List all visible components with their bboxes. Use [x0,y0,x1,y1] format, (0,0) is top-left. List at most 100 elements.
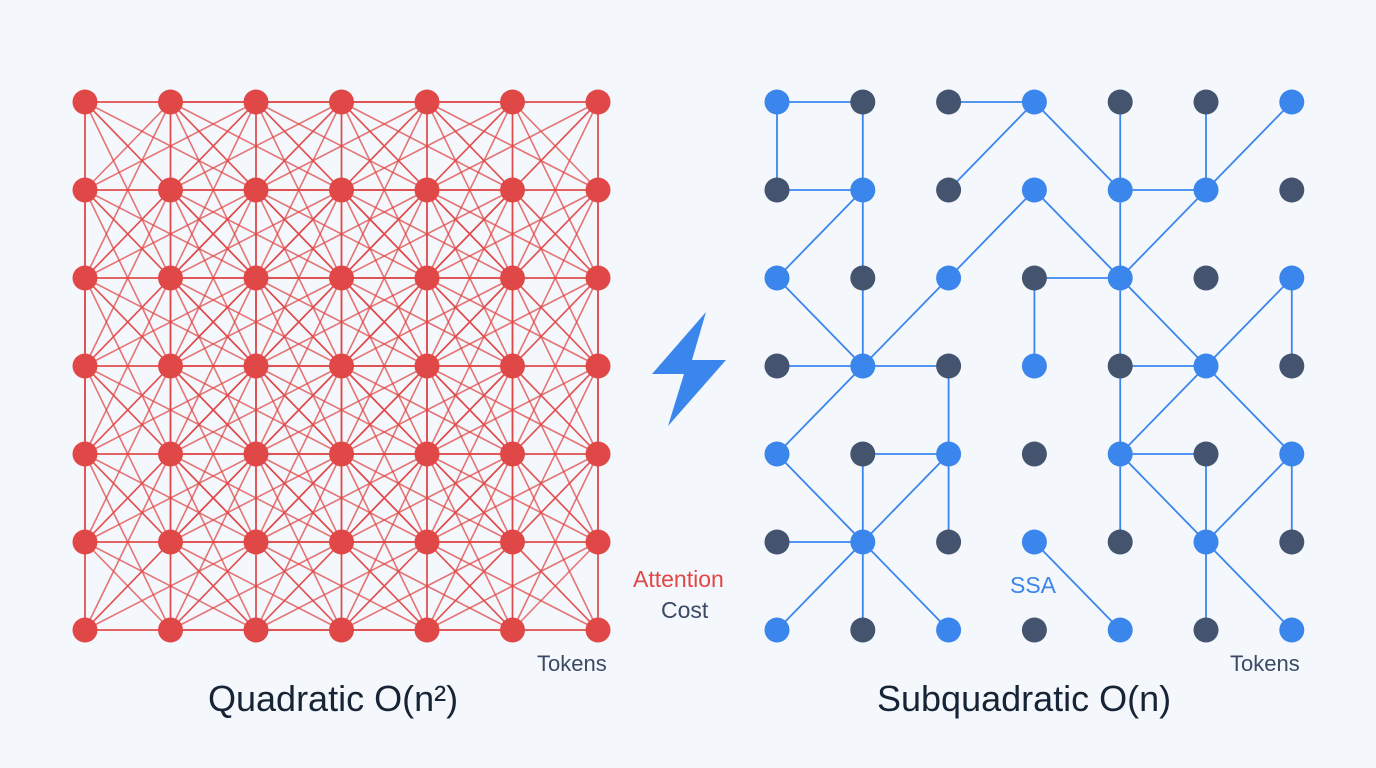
sparse-edge [1205,453,1293,543]
dense-edge [255,101,428,191]
quadratic-title: Quadratic O(n²) [208,678,459,719]
sparse-edge [776,365,864,455]
dense-token-node [585,353,611,379]
sparse-edge [862,453,950,543]
sparse-idle-node [1279,353,1305,379]
sparse-idle-node [850,617,876,643]
dense-token-node [585,177,611,203]
sparse-edge [1033,541,1121,631]
sparse-edge [1205,541,1293,631]
dense-edge [170,189,342,279]
sparse-active-node [936,265,962,291]
sparse-active-node [1193,177,1219,203]
sparse-active-node [1021,177,1047,203]
sparse-idle-node [1193,89,1219,115]
dense-edge [426,541,514,631]
dense-edge [341,541,513,631]
sparse-edge [776,189,864,279]
dense-token-node [414,89,440,115]
sparse-active-node [1279,617,1305,643]
sparse-idle-node [1107,529,1133,555]
sparse-edge [1205,277,1293,367]
sparse-active-node [1279,265,1305,291]
sparse-idle-node [1107,89,1133,115]
sparse-idle-node [936,177,962,203]
dense-token-node [500,89,525,115]
dense-edge [255,453,428,543]
dense-token-node [158,529,183,555]
left-axis-label: Tokens [537,651,607,676]
dense-edge [341,277,513,367]
dense-token-node [414,177,440,203]
subquadratic-title: Subquadratic O(n) [877,678,1172,719]
sparse-idle-node [936,353,962,379]
sparse-active-node [850,529,876,555]
dense-token-node [329,89,354,115]
sparse-edge [776,277,864,367]
sparse-idle-node [1279,177,1305,203]
dense-token-node [72,441,98,467]
dense-token-node [243,89,269,115]
dense-token-node [500,529,525,555]
sparse-edge [776,453,864,543]
dense-token-node [414,353,440,379]
dense-token-node [500,265,525,291]
dense-attention-nodes [72,89,611,643]
dense-token-node [243,177,269,203]
dense-edge [84,453,172,543]
dense-edge [84,365,257,455]
sparse-active-node [936,617,962,643]
dense-edge [255,541,343,631]
dense-token-node [158,177,183,203]
dense-token-node [585,617,611,643]
sparse-active-node [1107,441,1133,467]
sparse-active-node [1279,89,1305,115]
sparse-active-node [1021,529,1047,555]
sparse-edge [947,189,1036,279]
dense-token-node [329,529,354,555]
sparse-edge [1033,101,1121,191]
sparse-active-node [1279,441,1305,467]
right-axis-label: Tokens [1230,651,1300,676]
dense-edge [170,365,342,455]
dense-token-node [329,441,354,467]
dense-token-node [500,617,525,643]
dense-token-node [243,529,269,555]
sparse-edge [1205,365,1293,455]
dense-token-node [243,353,269,379]
sparse-active-node [1193,353,1219,379]
sparse-active-node [1193,529,1219,555]
dense-edge [426,453,599,543]
dense-token-node [72,265,98,291]
sparse-active-node [850,353,876,379]
dense-token-node [158,353,183,379]
dense-token-node [585,529,611,555]
dense-token-node [414,441,440,467]
dense-token-node [72,353,98,379]
dense-token-node [72,617,98,643]
sparse-edge [862,277,950,367]
dense-edge [341,365,513,455]
sparse-active-node [764,617,790,643]
sparse-edge [1033,189,1121,279]
dense-token-node [500,441,525,467]
sparse-active-node [1107,265,1133,291]
dense-token-node [585,265,611,291]
sparse-edge [1119,365,1207,455]
sparse-edge [1119,277,1207,367]
dense-edge [255,189,428,279]
cost-label: Cost [661,597,709,623]
dense-edge [426,277,599,367]
sparse-idle-node [764,353,790,379]
dense-token-node [414,529,440,555]
sparse-active-node [764,441,790,467]
dense-token-node [158,89,183,115]
sparse-active-node [1021,353,1047,379]
dense-edge [84,277,257,367]
sparse-active-node [764,89,790,115]
sparse-edge [862,541,950,631]
dense-edge [84,189,257,279]
dense-token-node [585,441,611,467]
dense-edge [170,453,342,543]
